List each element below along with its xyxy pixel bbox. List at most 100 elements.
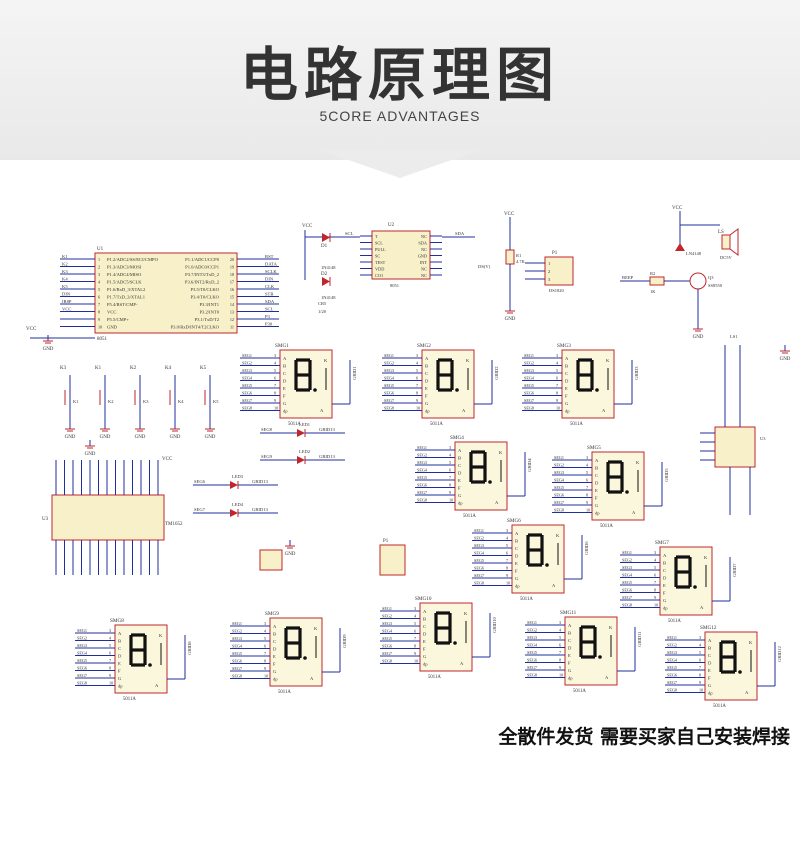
rtc-pin-label: GND	[418, 254, 427, 259]
display-pin-number: 5	[274, 368, 276, 373]
display-seg-net: SEG3	[524, 368, 534, 373]
display-seg-pin: F	[565, 394, 568, 399]
display-pin-number: 10	[414, 659, 418, 664]
display-grid-net: GRID12	[777, 645, 782, 662]
display-k-pin: K	[499, 450, 503, 455]
rtc-pin-label: CO1	[375, 273, 383, 278]
display-seg-net: SEG4	[527, 643, 538, 648]
display-pin-number: 4	[416, 361, 419, 366]
display-seg-net: SEG5	[382, 636, 392, 641]
display-seg-net: SEG6	[524, 391, 534, 396]
display-seg-net: SEG1	[232, 621, 242, 626]
display-seg-net: SEG3	[622, 565, 632, 570]
display-pin-number: 6	[556, 376, 558, 381]
display-k-pin: K	[606, 358, 610, 363]
display-pin-number: 8	[274, 391, 276, 396]
mcu-pin-number: 2	[98, 265, 100, 270]
mcu-pin-label: VCC	[107, 310, 116, 315]
display-seg-net: SEG3	[232, 636, 242, 641]
display-k-pin: K	[609, 625, 613, 630]
display-pin-number: 9	[274, 398, 276, 403]
display-ref: SMG9	[265, 611, 279, 617]
display-pin-number: 6	[449, 468, 451, 473]
display-seg-pin: G	[283, 401, 287, 406]
display-seg-net: SEG8	[417, 498, 427, 503]
display-seg-net: SEG2	[417, 453, 427, 458]
led-ref: LED3	[232, 474, 244, 479]
display-pin-number: 10	[556, 406, 560, 411]
display-pin-number: 7	[699, 665, 701, 670]
display-pin-number: 5	[559, 635, 561, 640]
display-seg-pin: dp	[273, 677, 278, 682]
display-pin-number: 8	[109, 666, 111, 671]
display-pin-number: 4	[414, 614, 417, 619]
display-seg-net: SEG4	[417, 468, 428, 473]
display-seg-net: SEG4	[667, 658, 678, 663]
display-pin-number: 7	[506, 558, 508, 563]
display-pin-number: 9	[586, 500, 588, 505]
display-seg-pin: E	[595, 488, 598, 493]
rtc-part: 8051	[390, 283, 399, 288]
button-label: K1	[73, 399, 79, 404]
display-part: 5011A	[430, 422, 443, 427]
display-pin-number: 10	[274, 406, 278, 411]
display-seg-net: SEG7	[77, 673, 87, 678]
display-pin-number: 9	[654, 595, 656, 600]
display-ref: SMG7	[655, 540, 669, 546]
display-seg-net: SEG7	[527, 665, 537, 670]
display-k-pin: K	[324, 358, 328, 363]
mcu-pin-label: P3.6/INT2/RxD_2	[185, 280, 220, 285]
display-grid-net: GRID6	[584, 541, 589, 555]
display-pin-number: 4	[556, 361, 559, 366]
display-seg-pin: A	[595, 458, 599, 463]
display-pin-number: 3	[506, 528, 508, 533]
display-seg-pin: F	[423, 647, 426, 652]
led-net: GRID13	[252, 507, 269, 512]
display-seg-pin: A	[458, 448, 462, 453]
led-net: GRID13	[319, 427, 336, 432]
display-part: 5011A	[278, 690, 291, 695]
display-pin-number: 3	[109, 628, 111, 633]
display-pin-number: 5	[109, 643, 111, 648]
display-seg-net: SEG3	[527, 635, 537, 640]
display-seg-net: SEG8	[667, 688, 677, 693]
button-ref: K2	[130, 366, 137, 371]
mcu-pin-number: 15	[230, 295, 234, 300]
display-part: 5011A	[123, 697, 136, 702]
display-pin-number: 6	[414, 629, 416, 634]
display-grid-net: GRID7	[732, 563, 737, 577]
display-part: 5011A	[600, 524, 613, 529]
display-pin-number: 4	[559, 628, 562, 633]
cap-value: 1/20	[318, 309, 327, 314]
display-part: 5011A	[288, 422, 301, 427]
display-pin-number: 4	[586, 463, 589, 468]
display-k-pin: K	[464, 611, 468, 616]
display-pin-number: 10	[559, 673, 563, 678]
display-pin-number: 8	[264, 659, 266, 664]
display-part: 5011A	[428, 675, 441, 680]
display-seg-pin: C	[595, 473, 598, 478]
display-seg-pin: B	[515, 539, 518, 544]
rtc-pin-label: NC	[421, 273, 427, 278]
gnd-label: GND	[205, 435, 216, 440]
display-seg-pin: C	[283, 371, 286, 376]
display-seg-pin: G	[663, 598, 667, 603]
display-seg-pin: dp	[515, 584, 520, 589]
display-a-pin: A	[320, 408, 324, 413]
display-part: 5011A	[520, 597, 533, 602]
display-seg-pin: D	[118, 654, 122, 659]
display-k-pin: K	[749, 640, 753, 645]
display-seg-net: SEG6	[622, 588, 632, 593]
display-dp	[455, 388, 459, 392]
mcu-net-label: SDA	[265, 299, 275, 304]
display-seg-net: SEG3	[77, 643, 87, 648]
display-grid-net: GRID4	[527, 458, 532, 472]
display-seg-net: SEG2	[554, 463, 564, 468]
display-pin-number: 3	[559, 620, 561, 625]
display-seg-net: SEG6	[382, 644, 392, 649]
display-pin-number: 9	[699, 680, 701, 685]
display-seg-net: SEG8	[232, 674, 242, 679]
mcu-pin-label: GND	[107, 325, 118, 330]
display-dp	[453, 641, 457, 645]
display-seg-net: SEG4	[242, 376, 253, 381]
